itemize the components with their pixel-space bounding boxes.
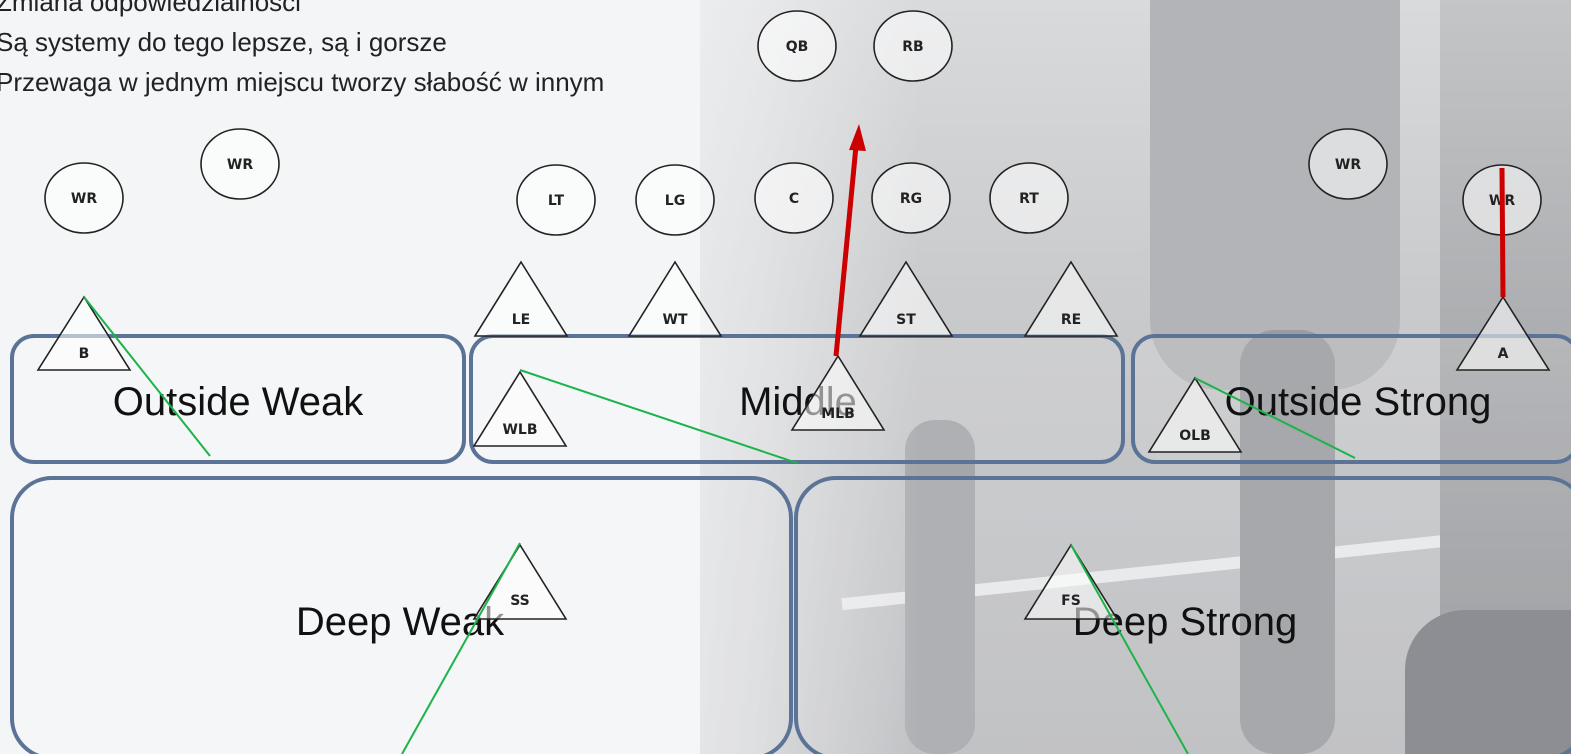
player-triangle <box>472 370 568 447</box>
offense-players: QB RB WR WR LT LG C RG <box>44 10 1542 236</box>
background-player-leg <box>1240 330 1335 754</box>
player-triangle <box>1023 543 1119 620</box>
player-qb: QB <box>757 10 837 82</box>
zone-deep-weak: Deep Weak <box>10 476 793 754</box>
player-circle <box>989 162 1069 234</box>
player-lg: LG <box>635 164 715 236</box>
zone-deep-strong: Deep Strong <box>794 476 1571 754</box>
player-label: RB <box>902 39 923 55</box>
player-lt: LT <box>516 164 596 236</box>
player-label: WT <box>663 312 688 328</box>
player-circle <box>516 164 596 236</box>
route-arrow-line <box>833 145 859 357</box>
player-wr: WR <box>200 128 280 200</box>
player-rt: RT <box>989 162 1069 234</box>
player-label: WR <box>227 157 253 173</box>
bullet-item: Zmiana odpowiedzialności <box>0 0 301 17</box>
player-circle <box>871 162 951 234</box>
background-fade <box>560 0 920 754</box>
player-label: SS <box>510 593 530 609</box>
coverage-line <box>83 296 211 457</box>
player-a: A <box>1455 295 1551 371</box>
coverage-lines <box>83 296 1356 754</box>
player-re: RE <box>1023 260 1119 337</box>
route-arrows <box>833 124 1506 357</box>
slide-bullets: Zmiana odpowiedzialności Są systemy do t… <box>0 0 604 102</box>
player-triangle <box>1147 376 1243 453</box>
player-wlb: WLB <box>472 370 568 447</box>
player-fs: FS <box>1023 543 1119 620</box>
player-label: A <box>1498 346 1509 362</box>
player-circle <box>757 10 837 82</box>
coverage-line <box>1194 377 1356 459</box>
player-label: RT <box>1019 191 1039 207</box>
player-triangle <box>858 260 954 337</box>
player-label: QB <box>786 39 809 55</box>
player-triangle <box>36 295 132 371</box>
player-circle <box>1308 128 1388 200</box>
coverage-line <box>401 542 521 754</box>
player-label: B <box>79 346 90 362</box>
player-triangle <box>790 354 886 431</box>
zone-middle: Middle <box>469 334 1125 464</box>
player-mlb: MLB <box>790 354 886 431</box>
player-label: LG <box>665 193 685 209</box>
player-rg: RG <box>871 162 951 234</box>
player-wt: WT <box>627 260 723 337</box>
player-label: RE <box>1061 312 1081 328</box>
player-circle <box>873 10 953 82</box>
player-triangle <box>473 260 569 337</box>
player-st: ST <box>858 260 954 337</box>
player-wr: WR <box>1308 128 1388 200</box>
player-label: WLB <box>502 422 537 438</box>
player-le: LE <box>473 260 569 337</box>
player-triangle <box>1023 260 1119 337</box>
route-line <box>1499 167 1506 298</box>
zone-label: Outside Strong <box>1225 380 1492 424</box>
zone-label: Outside Weak <box>113 380 364 424</box>
player-wr: WR <box>44 162 124 234</box>
player-label: ST <box>896 312 916 328</box>
coverage-line <box>1070 544 1189 754</box>
player-triangle <box>472 543 568 620</box>
player-circle <box>200 128 280 200</box>
player-b: B <box>36 295 132 371</box>
player-circle <box>44 162 124 234</box>
player-label: C <box>789 191 799 207</box>
player-rb: RB <box>873 10 953 82</box>
player-ss: SS <box>472 543 568 620</box>
zone-box <box>794 476 1571 754</box>
player-olb: OLB <box>1147 376 1243 453</box>
player-circle <box>635 164 715 236</box>
zone-box <box>10 476 793 754</box>
zone-label: Deep Weak <box>296 600 505 644</box>
player-label: WR <box>1335 157 1361 173</box>
defense-players: LE WT ST RE B A WLB MLB <box>36 260 1551 620</box>
player-c: C <box>754 162 834 234</box>
bullet-item: Przewaga w jednym miejscu tworzy słabość… <box>0 67 605 97</box>
player-triangle <box>627 260 723 337</box>
background-player-shoe <box>1405 610 1571 754</box>
player-label: LT <box>548 193 565 209</box>
arrowhead-icon <box>849 124 866 151</box>
player-triangle <box>1455 295 1551 371</box>
player-label: FS <box>1061 593 1081 609</box>
player-label: MLB <box>821 406 855 422</box>
player-label: LE <box>512 312 530 328</box>
player-label: RG <box>900 191 922 207</box>
player-circle <box>754 162 834 234</box>
coverage-line <box>519 369 798 464</box>
bullet-item: Są systemy do tego lepsze, są i gorsze <box>0 27 447 57</box>
player-label: OLB <box>1179 428 1211 444</box>
player-label: WR <box>71 191 97 207</box>
